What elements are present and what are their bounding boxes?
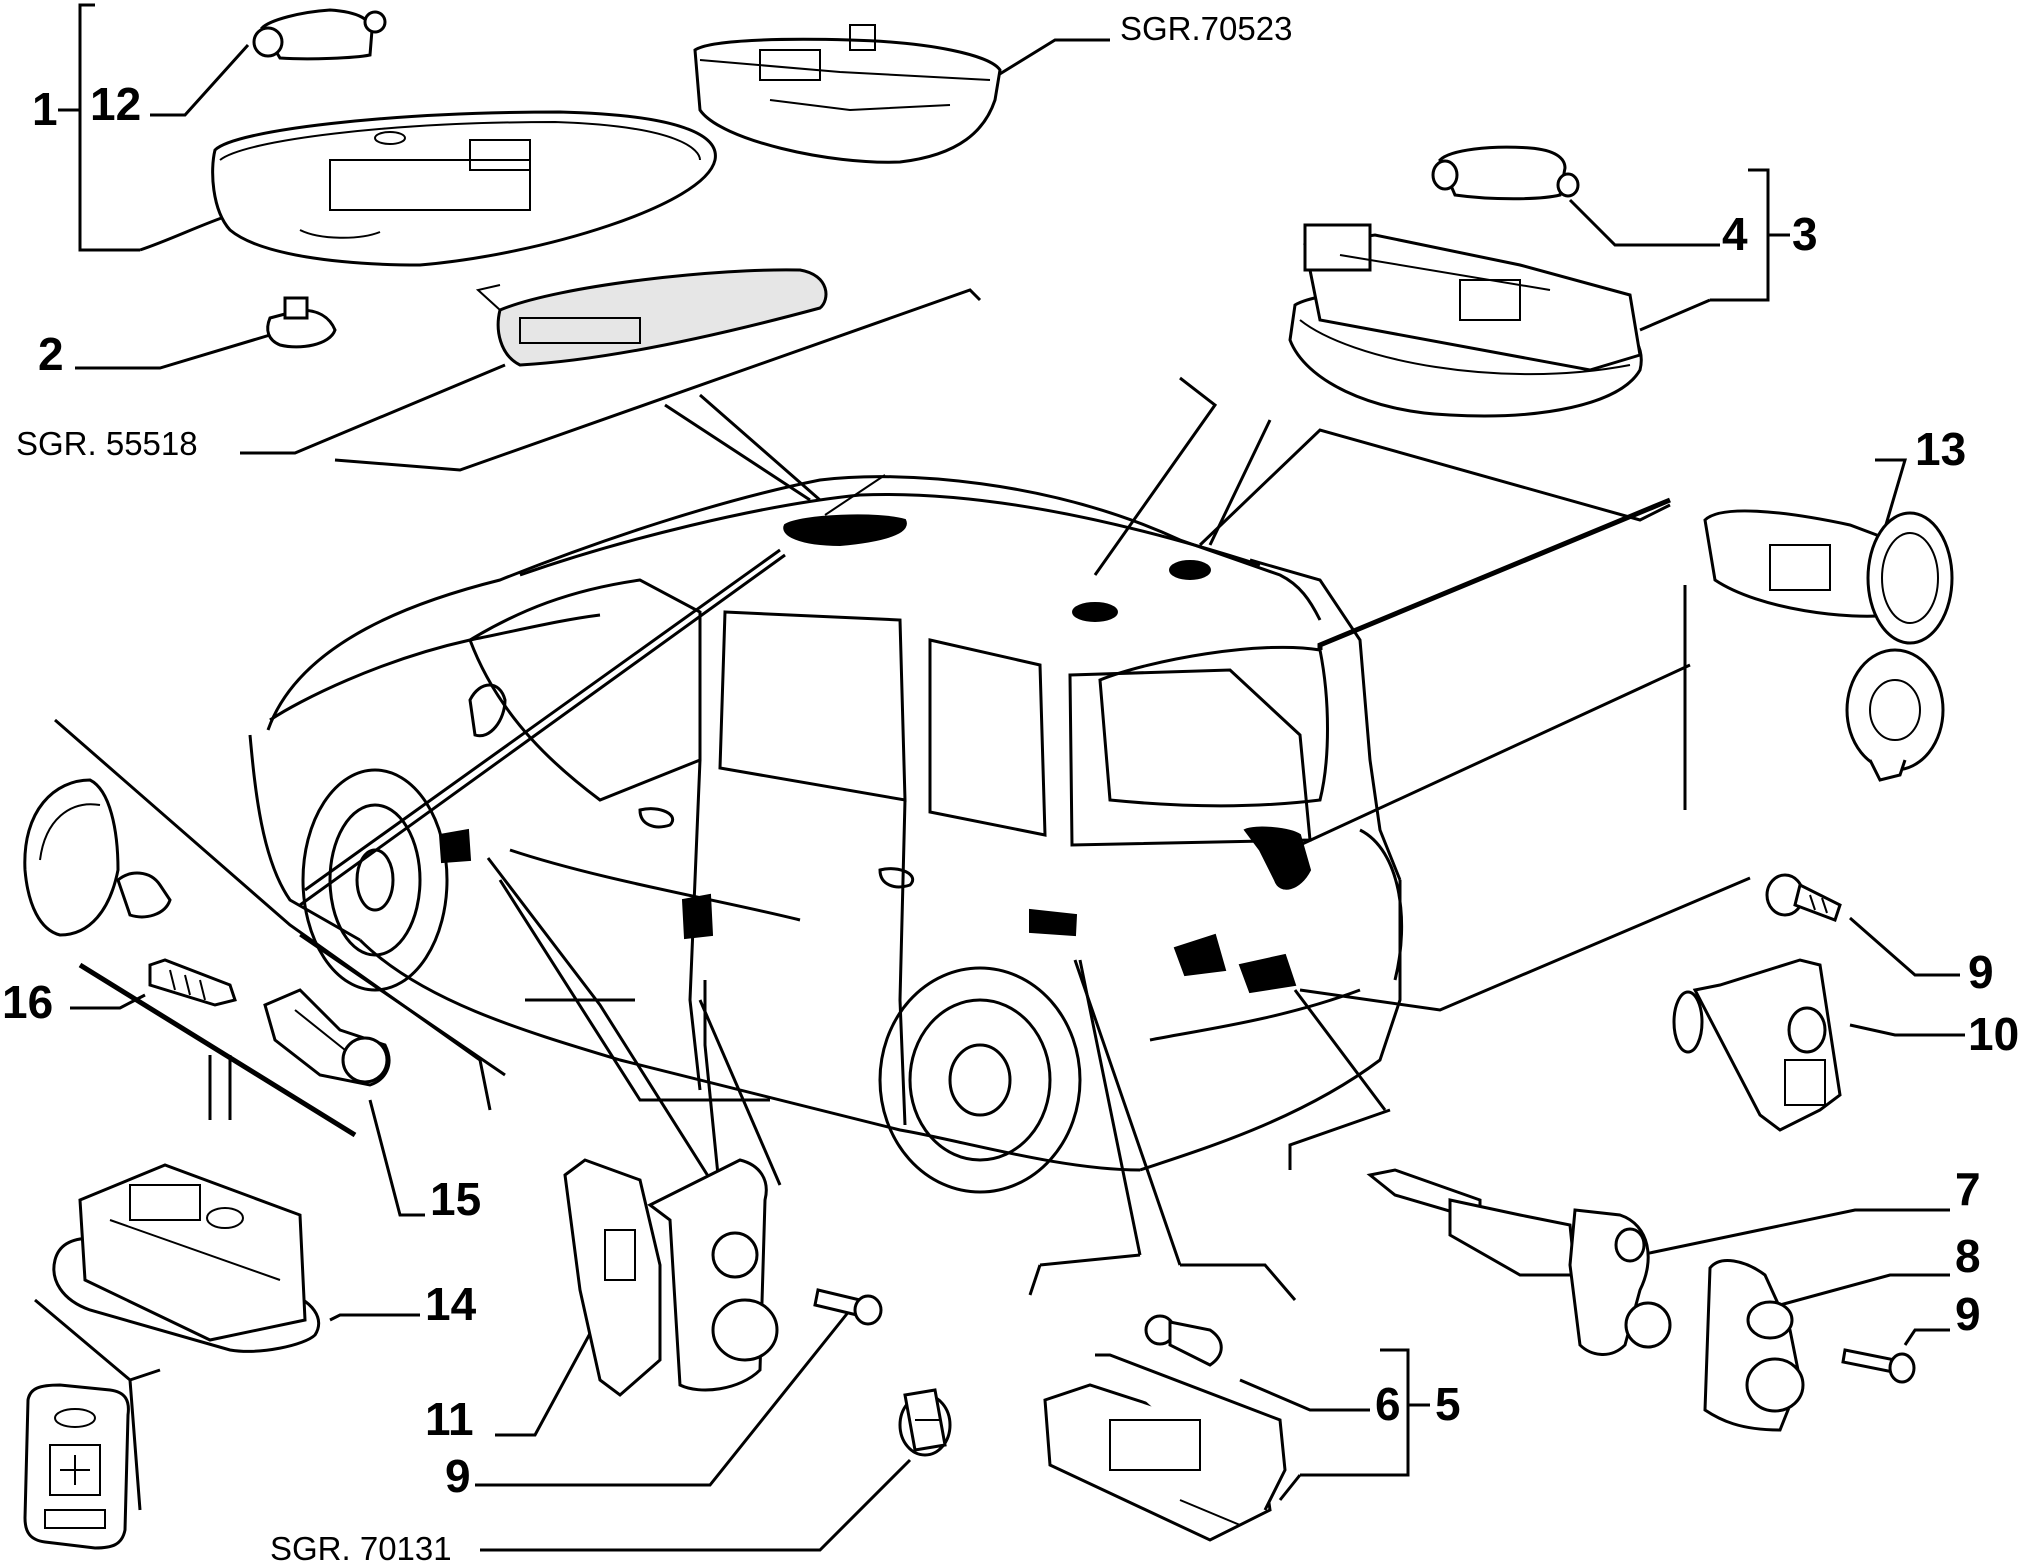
bulb-4 [1431, 145, 1580, 201]
label-sgr-55518: SGR. 55518 [16, 425, 198, 462]
label-8: 8 [1955, 1230, 1981, 1282]
switch-11 [563, 1158, 779, 1397]
bulb-12 [252, 8, 387, 61]
lamp-sgr-70523 [693, 24, 1002, 164]
label-6: 6 [1375, 1378, 1401, 1430]
label-3: 3 [1792, 208, 1818, 260]
label-9-middle: 9 [445, 1450, 471, 1502]
label-12: 12 [90, 78, 141, 130]
label-13: 13 [1915, 423, 1966, 475]
switch-10 [1672, 958, 1842, 1132]
label-sgr-70523: SGR.70523 [1120, 10, 1292, 47]
leader-lines [34, 3, 1965, 1552]
screw-9-top [1765, 873, 1842, 922]
label-16: 16 [2, 976, 53, 1028]
courtesy-lamp-1 [211, 110, 717, 267]
screw-9-lower [1841, 1348, 1916, 1384]
switch-pad [23, 1383, 130, 1550]
socket-15 [263, 988, 391, 1087]
label-15: 15 [430, 1173, 481, 1225]
label-5: 5 [1435, 1378, 1461, 1430]
plate-lamp-5 [1043, 1353, 1287, 1542]
label-14: 14 [425, 1278, 477, 1330]
mirror [23, 778, 172, 937]
lens-sgr-55518 [475, 268, 828, 367]
label-9-lower: 9 [1955, 1288, 1981, 1340]
terminal-16 [148, 958, 237, 1007]
label-11: 11 [425, 1393, 474, 1445]
label-9-top: 9 [1968, 946, 1994, 998]
label-2: 2 [38, 328, 64, 380]
door-switch-7 [1366, 1168, 1672, 1356]
bulb-6 [1144, 1314, 1223, 1367]
label-4: 4 [1722, 208, 1748, 260]
map-lamp-14 [52, 1163, 321, 1353]
cigar-lighter-13 [1703, 509, 1954, 782]
lamp-housing-3 [1288, 223, 1643, 418]
screw-9-middle [813, 1288, 883, 1326]
label-7: 7 [1955, 1163, 1981, 1215]
clip-sgr-70131 [898, 1388, 952, 1457]
gasket-8 [1703, 1259, 1805, 1432]
label-sgr-70131: SGR. 70131 [270, 1530, 452, 1565]
label-10: 10 [1968, 1008, 2019, 1060]
vehicle [248, 474, 1404, 1194]
clip-2 [266, 296, 337, 349]
label-1: 1 [32, 83, 58, 135]
